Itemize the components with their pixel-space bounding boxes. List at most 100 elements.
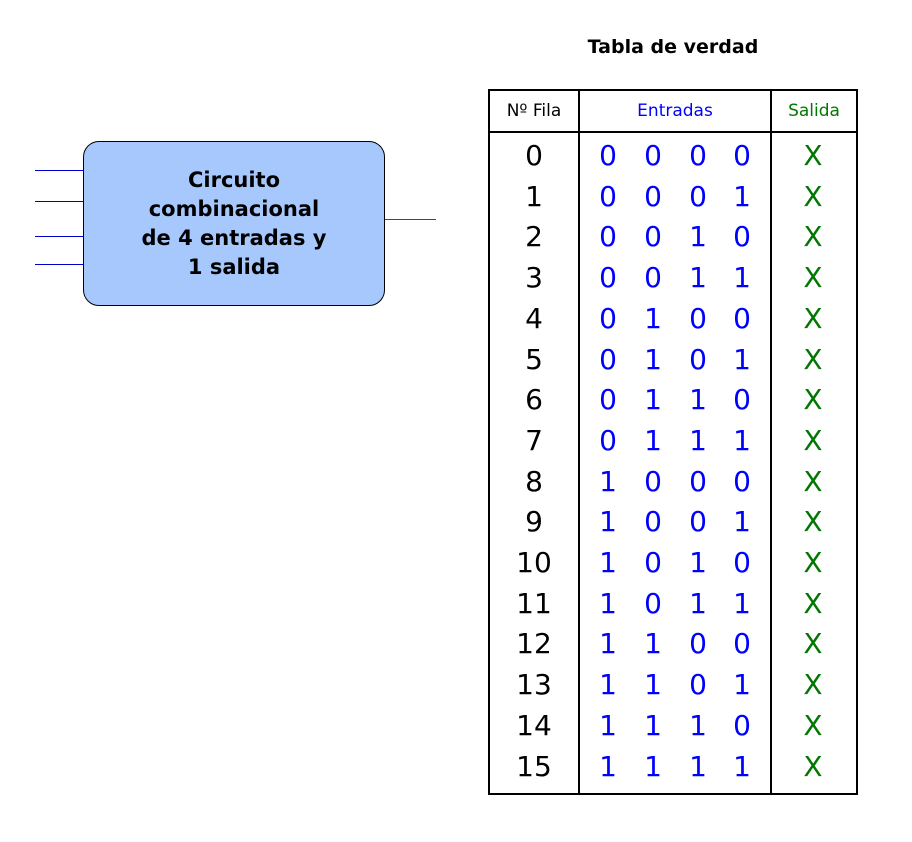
header-divider [490,131,856,133]
input-bit: 0 [733,708,751,742]
input-bit: 1 [689,423,707,457]
row-number: 11 [516,586,552,620]
input-line-d [35,264,83,265]
row-number: 4 [525,301,543,335]
output-value: X [803,627,823,661]
input-bit: 1 [599,627,617,661]
input-line-b [35,201,83,202]
input-bit: 1 [599,464,617,498]
row-number: 8 [525,464,543,498]
input-bit: 1 [689,261,707,295]
input-bit: 1 [733,505,751,539]
input-bit: 0 [689,342,707,376]
input-bit: 0 [689,505,707,539]
input-bit: 0 [689,139,707,172]
row-number: 13 [516,668,552,702]
input-bit: 1 [599,668,617,702]
output-value: X [803,423,823,457]
input-bit: 0 [689,464,707,498]
input-bit: 0 [599,261,617,295]
input-bit: 1 [689,749,707,783]
column-divider-2 [770,91,772,793]
input-bit: 1 [644,423,662,457]
row-number: 6 [525,383,543,417]
row-number: 5 [525,342,543,376]
input-bit: 1 [644,383,662,417]
input-bit: 0 [599,383,617,417]
row-number: 2 [525,220,543,254]
input-bit: 1 [689,708,707,742]
output-value: X [803,383,823,417]
output-value: X [803,220,823,254]
input-bit: 0 [644,586,662,620]
input-bit: 0 [599,139,617,172]
input-bit: 1 [644,627,662,661]
input-bit: 1 [599,505,617,539]
input-bit: 0 [599,220,617,254]
output-value: X [803,261,823,295]
row-number: 3 [525,261,543,295]
row-number: 0 [525,139,543,172]
input-bit: 0 [689,301,707,335]
header-output: Salida [788,101,840,121]
input-bit: 1 [599,546,617,579]
input-bit: 1 [599,708,617,742]
input-bit: 1 [733,749,751,783]
input-line-a [35,170,83,171]
input-bit: 0 [733,546,751,579]
input-bit: 0 [689,668,707,702]
output-value: X [803,342,823,376]
output-value: X [803,505,823,539]
input-bit: 1 [733,423,751,457]
input-bit: 0 [644,220,662,254]
header-inputs: Entradas [637,101,713,121]
input-bit: 0 [689,179,707,213]
input-bit: 1 [733,586,751,620]
input-bit: 1 [644,301,662,335]
input-bit: 0 [733,627,751,661]
row-number: 7 [525,423,543,457]
row-number: 10 [516,546,552,579]
input-bit: 0 [644,546,662,579]
input-bit: 0 [644,139,662,172]
input-bit: 0 [599,423,617,457]
truth-table-title: Tabla de verdad [587,36,759,58]
input-bit: 0 [599,301,617,335]
input-bit: 1 [644,668,662,702]
output-value: X [803,139,823,172]
output-value: X [803,586,823,620]
output-line [385,219,436,220]
column-divider-1 [578,91,580,793]
input-bit: 1 [599,749,617,783]
row-number: 12 [516,627,552,661]
input-bit: 0 [644,179,662,213]
input-bit: 0 [689,627,707,661]
input-bit: 1 [733,342,751,376]
input-bit: 0 [733,220,751,254]
output-value: X [803,668,823,702]
input-bit: 0 [733,383,751,417]
input-bit: 0 [599,179,617,213]
input-bit: 1 [689,220,707,254]
input-bit: 1 [733,668,751,702]
output-value: X [803,464,823,498]
input-bit: 1 [644,749,662,783]
output-value: X [803,546,823,579]
input-bit: 0 [644,464,662,498]
input-bit: 1 [689,546,707,579]
input-bit: 1 [599,586,617,620]
